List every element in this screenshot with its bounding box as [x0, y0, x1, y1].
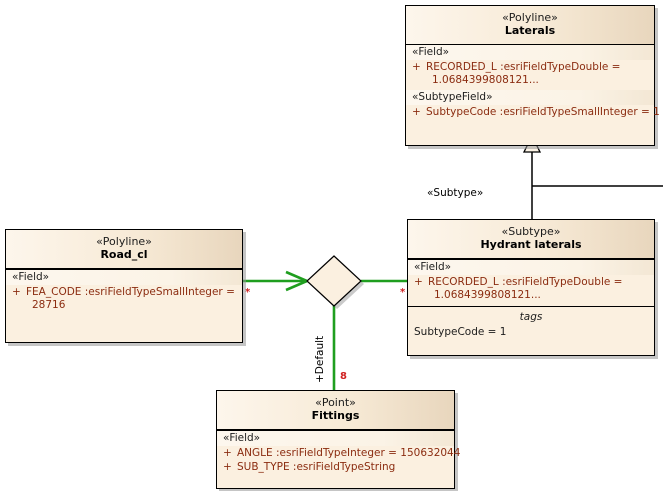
class-stereotype: «Point»: [315, 396, 356, 409]
class-box-hydrant-laterals[interactable]: «Subtype» Hydrant laterals «Field» + REC…: [407, 219, 655, 356]
class-compartment-tags: tags SubtypeCode = 1: [408, 306, 654, 355]
attribute-text: RECORDED_L :esriFieldTypeDouble =: [428, 276, 623, 288]
attribute-continuation: 28716: [32, 299, 66, 311]
attribute-text: SUB_TYPE :esriFieldTypeString: [237, 461, 396, 473]
class-name: Hydrant laterals: [480, 238, 582, 251]
group-label-field: «Field»: [408, 260, 654, 275]
attribute-visibility: +: [412, 106, 421, 118]
group-label-field: «Field»: [406, 45, 654, 60]
tags-row: SubtypeCode = 1: [414, 326, 507, 338]
attribute-text: SubtypeCode :esriFieldTypeSmallInteger =…: [426, 106, 660, 118]
association-left-connector: [243, 270, 311, 292]
multiplicity-right: *: [400, 287, 406, 298]
multiplicity-bottom: 8: [340, 371, 347, 382]
class-compartment-fields: «Field» + RECORDED_L :esriFieldTypeDoubl…: [408, 259, 654, 306]
group-label-field: «Field»: [6, 270, 242, 285]
attribute-continuation: 1.0684399808121...: [434, 289, 541, 301]
attribute-row: + SUB_TYPE :esriFieldTypeString: [217, 460, 454, 474]
attribute-row: + RECORDED_L :esriFieldTypeDouble =: [406, 60, 654, 74]
attribute-visibility: +: [223, 447, 232, 459]
role-label-default: +Default: [314, 335, 326, 383]
group-label-field: «Field»: [217, 431, 454, 446]
attribute-row: + RECORDED_L :esriFieldTypeDouble =: [408, 275, 654, 289]
generalization-label: «Subtype»: [427, 187, 484, 199]
attribute-visibility: +: [12, 286, 21, 298]
tags-title: tags: [519, 311, 543, 323]
attribute-text: ANGLE :esriFieldTypeInteger = 150632044: [237, 447, 461, 459]
class-name: Road_cl: [100, 248, 148, 261]
attribute-row: + SubtypeCode :esriFieldTypeSmallInteger…: [406, 105, 660, 119]
class-compartment-fields: «Field» + RECORDED_L :esriFieldTypeDoubl…: [406, 45, 660, 145]
class-box-laterals[interactable]: «Polyline» Laterals «Field» + RECORDED_L…: [405, 5, 660, 146]
class-header-hydrant-laterals: «Subtype» Hydrant laterals: [408, 220, 654, 259]
attribute-row: + FEA_CODE :esriFieldTypeSmallInteger =: [6, 285, 242, 299]
class-name: Fittings: [311, 409, 360, 422]
relationship-diamond[interactable]: [306, 255, 364, 309]
multiplicity-left: *: [245, 287, 251, 298]
group-label-subtypefield: «SubtypeField»: [406, 90, 654, 105]
class-box-road-cl[interactable]: «Polyline» Road_cl «Field» + FEA_CODE :e…: [5, 229, 243, 343]
attribute-visibility: +: [412, 61, 421, 73]
attribute-visibility: +: [223, 461, 232, 473]
attribute-continuation: 1.0684399808121...: [432, 74, 539, 86]
class-header-laterals: «Polyline» Laterals: [406, 6, 654, 45]
class-stereotype: «Polyline»: [96, 235, 152, 248]
class-name: Laterals: [504, 24, 556, 37]
class-stereotype: «Polyline»: [502, 11, 558, 24]
class-compartment-fields: «Field» + ANGLE :esriFieldTypeInteger = …: [217, 430, 460, 488]
class-stereotype: «Subtype»: [501, 225, 561, 238]
attribute-text: RECORDED_L :esriFieldTypeDouble =: [426, 61, 621, 73]
class-header-fittings: «Point» Fittings: [217, 391, 454, 430]
attribute-text: FEA_CODE :esriFieldTypeSmallInteger =: [26, 286, 235, 298]
generalization-connector: [522, 134, 663, 219]
attribute-visibility: +: [414, 276, 423, 288]
class-compartment-fields: «Field» + FEA_CODE :esriFieldTypeSmallIn…: [6, 269, 242, 342]
compartment-spacer: [406, 119, 654, 143]
attribute-row: + ANGLE :esriFieldTypeInteger = 15063204…: [217, 446, 460, 460]
class-box-fittings[interactable]: «Point» Fittings «Field» + ANGLE :esriFi…: [216, 390, 460, 489]
class-header-road-cl: «Polyline» Road_cl: [6, 230, 242, 269]
